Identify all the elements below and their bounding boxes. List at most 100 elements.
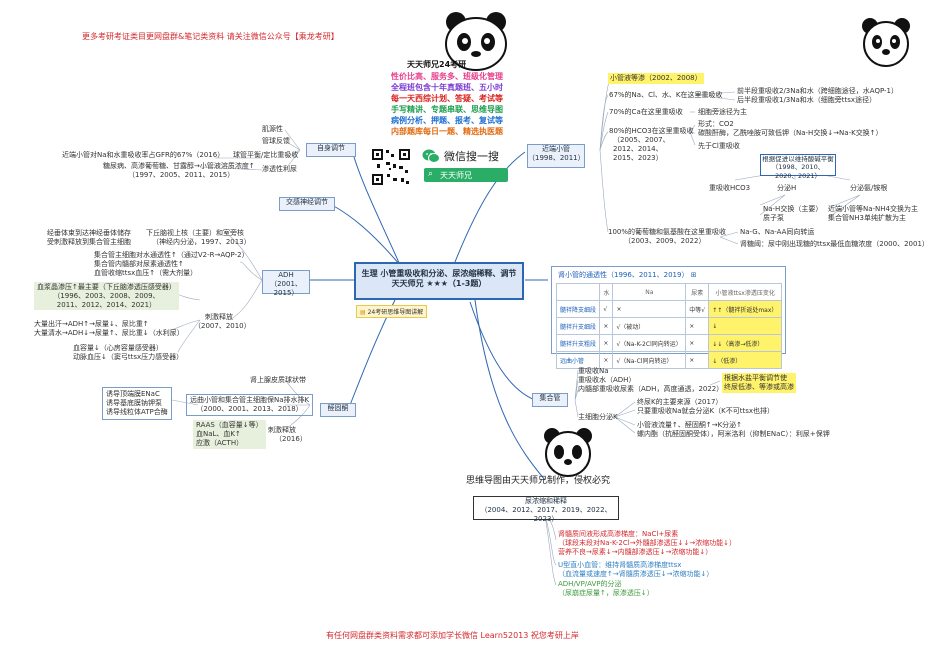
principal-cell-k: 主细胞分泌K bbox=[578, 413, 618, 421]
nh3-diffusion: 集合管NH3单纯扩散为主 bbox=[828, 214, 906, 222]
na-glucose-cotransport: Na-G、Na-AA同向转运 bbox=[740, 228, 815, 236]
search-bar[interactable]: ⌕ 天天师兄 bbox=[424, 168, 508, 182]
table-header: 水 bbox=[599, 283, 614, 301]
central-topic[interactable]: 生理 小管重吸收和分泌、尿浓缩稀释、调节 天天师兄 ★★★（1-3题） bbox=[354, 262, 524, 300]
medullary-gradient: 肾髓质间液形成高渗梯度：NaCl+尿素 （球段末段对Na-K-2Cl→外髓部渗透… bbox=[558, 530, 736, 556]
cd-reabsorb-na: 重吸收Na bbox=[578, 367, 609, 375]
aldo-effect: 诱导基底膜钠钾泵 bbox=[106, 399, 162, 408]
na-h-exchange: Na-H交换（主要） bbox=[763, 205, 823, 213]
table-cell: √（Na-Cl同向转运） bbox=[612, 351, 687, 369]
lecture-link[interactable]: ▤ 24考研思维导图讲解 bbox=[356, 305, 428, 318]
node-aldosterone[interactable]: 醛固酮 bbox=[320, 403, 356, 417]
proximal-hco3: 80%的HCO3在这里重吸收 bbox=[609, 127, 694, 135]
node-sympathetic[interactable]: 交感神经调节 bbox=[279, 197, 335, 211]
promo-line: 手写精讲、专题串联、思维导图 bbox=[391, 105, 503, 114]
node-concentration[interactable]: 尿浓缩和稀释 （2004、2012、2017、2019、2022、2023） bbox=[473, 496, 619, 523]
search-icon: ⌕ bbox=[428, 169, 434, 179]
table-header: 尿素 bbox=[685, 283, 710, 301]
vasa-recta: U型直小血管：维持肾髓质高渗梯度ttsx （血流量或速度↑→肾髓质渗透压↓→浓缩… bbox=[558, 561, 713, 579]
promo-line: 全程班包含十年真题班、五小时 bbox=[391, 83, 503, 92]
proximal-hco3-years: 2015、2023） bbox=[613, 154, 663, 162]
node-collecting-duct[interactable]: 集合管 bbox=[532, 393, 568, 407]
table-icon: ⊞ bbox=[690, 271, 697, 279]
table-cell: ↓ bbox=[708, 317, 782, 335]
proximal-hco3-years: 2012、2014、 bbox=[613, 145, 663, 153]
node-self-regulation[interactable]: 自身调节 bbox=[306, 143, 356, 157]
table-cell: × bbox=[599, 317, 614, 335]
adh-stim-label: 刺激释放 bbox=[205, 313, 233, 321]
promo-line: 内部题库每日一题、精选执医题 bbox=[391, 127, 503, 136]
cd-note-line: 终尿低渗、等渗或高渗 bbox=[724, 382, 794, 391]
water-diuresis: 大量清水→ADH↓→尿量↑、尿比重↓（水利尿） bbox=[34, 329, 184, 337]
adh-osmotic-stimulus: 血浆晶渗压↑最主要（下丘脑渗透压感受器） （1996、2003、2008、200… bbox=[34, 282, 179, 311]
osmotic-diuresis-years: （1997、2005、2011、2015） bbox=[128, 171, 235, 179]
secrete-nh3: 分泌氨/铵根 bbox=[850, 184, 888, 192]
table-cell: ↓（低渗） bbox=[708, 351, 782, 369]
adh-secretion-line: ADH/VP/AVP的分泌 bbox=[558, 580, 622, 588]
table-header: Na bbox=[612, 283, 687, 301]
permeability-table-card: 肾小管的通透性（1996、2011、2019） ⊞ 水 Na 尿素 小管液tts… bbox=[551, 266, 786, 369]
gradient-line: 肾髓质间液形成高渗梯度：NaCl+尿素 bbox=[558, 530, 679, 538]
promo-line: 性价比高、服务多、班级化管理 bbox=[391, 72, 503, 81]
proximal-hco3-years: （2005、2007、 bbox=[613, 136, 670, 144]
panda-icon bbox=[862, 18, 910, 67]
qr-code-image bbox=[371, 148, 411, 186]
reabsorb-hco3: 重吸收HCO3 bbox=[709, 184, 751, 192]
k-fact: 螺内酯（抗醛固酮受体），阿米洛利（抑制ENaC）：利尿+保钾 bbox=[637, 430, 830, 438]
adh-source-years: （神经内分泌，1997、2013） bbox=[152, 238, 251, 246]
cd-note-line: 根据水盐平衡调节使 bbox=[724, 374, 787, 382]
adh-release-path: 受刺激释放到集合管主细胞 bbox=[47, 238, 131, 246]
table-cell: × bbox=[685, 351, 710, 369]
nh4-exchange: 近端小管等Na-NH4交换为主 bbox=[828, 205, 919, 213]
adh-stim-years: （2007、2010） bbox=[194, 322, 251, 330]
adh-years: （2001、2015） bbox=[270, 280, 302, 298]
document-icon: ▤ bbox=[360, 309, 366, 316]
table-cell: √（被动） bbox=[612, 317, 687, 335]
panda-icon bbox=[544, 428, 592, 477]
node-proximal-tubule[interactable]: 近端小管 （1998、2011） bbox=[527, 144, 585, 168]
table-row: 髓袢升支细段 × √（被动） × ↓ bbox=[555, 317, 782, 335]
table-cell: 中等√ bbox=[685, 300, 710, 318]
renal-threshold: 肾糖阈：尿中刚出现糖的ttsx最低血糖浓度（2000、2001） bbox=[740, 240, 929, 248]
permeability-table: 水 Na 尿素 小管液ttsx渗透压变化 髓袢降支细段 √ × 中等√ ↑↑（髓… bbox=[555, 283, 782, 369]
aldo-stim-years: （2016） bbox=[275, 435, 307, 443]
table-row: 髓袢升支粗段 × √（Na-K-2Cl同向转运） × ↓↓（高渗→低渗） bbox=[555, 334, 782, 352]
wechat-search-box[interactable]: 微信搜一搜 ⌕ 天天师兄 bbox=[420, 148, 510, 184]
table-cell: √ bbox=[599, 300, 614, 318]
aldo-main-line: 远曲小管和集合管主细胞保Na排水排K bbox=[190, 396, 310, 404]
k-fact: 终尿K的主要来源（2017） bbox=[637, 398, 723, 406]
table-cell: × bbox=[685, 334, 710, 352]
aldo-source: 肾上腺皮质球状带 bbox=[250, 376, 306, 384]
table-row: 髓袢降支细段 √ × 中等√ ↑↑（髓袢折返处max） bbox=[555, 300, 782, 318]
table-cell: ↓↓（高渗→低渗） bbox=[708, 334, 782, 352]
panda-icon bbox=[445, 12, 507, 71]
self-reg-item: 球管平衡/定比重吸收 bbox=[233, 151, 299, 159]
wechat-search-text: 微信搜一搜 bbox=[444, 150, 499, 163]
adh-effect: 血管收缩ttsx血压↑（需大剂量） bbox=[94, 269, 198, 277]
promo-line: 每一天西综计划、答疑、考试等 bbox=[391, 94, 503, 103]
adh-osmotic-line: 2011、2012、2014、2021） bbox=[56, 300, 157, 309]
acid-base-balance-box: 根据促进以维持酸碱平衡 （1998、2010、2020、2021） bbox=[760, 154, 836, 180]
vasa-line: （血流量或速度↑→肾髓质渗透压↓→浓缩功能↓） bbox=[558, 569, 714, 578]
table-cell: √（Na-K-2Cl同向转运） bbox=[612, 334, 687, 352]
adh-effect: 集合管主细胞对水通透性↑（通过V2-R→AQP-2） bbox=[94, 251, 249, 259]
table-cell: × bbox=[599, 334, 614, 352]
central-topic-line2: 天天师兄 ★★★（1-3题） bbox=[391, 279, 487, 289]
node-adh[interactable]: ADH （2001、2015） bbox=[262, 270, 310, 297]
adh-source: 下丘脑视上核（主要）和室旁核 bbox=[146, 229, 244, 237]
aldo-main-line: （2000、2001、2013、2018） bbox=[196, 405, 303, 414]
adh-label: ADH bbox=[278, 271, 294, 279]
proximal-isotonic: 小管液等渗（2002、2008） bbox=[608, 73, 704, 84]
table-cell: × bbox=[599, 351, 614, 369]
carbonic-anhydrase: 碳酸酐酶，乙酰唑胺可致低钾（Na-H交换↓→Na-K交换↑） bbox=[698, 129, 883, 137]
promo-title: 天天师兄24考研 bbox=[407, 60, 467, 69]
self-reg-item: 肌源性 bbox=[262, 125, 283, 133]
adh-secretion-line: （尿崩症尿量↑，尿渗透压↓） bbox=[558, 588, 654, 597]
sweating-effect: 大量出汗→ADH↑→尿量↓、尿比重↑ bbox=[34, 320, 149, 328]
adh-release-path: 经垂体束到达神经垂体储存 bbox=[47, 229, 131, 237]
self-reg-item: 渗透性利尿 bbox=[262, 165, 297, 173]
table-cell: 髓袢降支细段 bbox=[555, 300, 601, 318]
permeability-title: 肾小管的通透性（1996、2011、2019） ⊞ bbox=[558, 270, 697, 280]
aldo-stimulus: 应激（ACTH） bbox=[196, 439, 244, 448]
